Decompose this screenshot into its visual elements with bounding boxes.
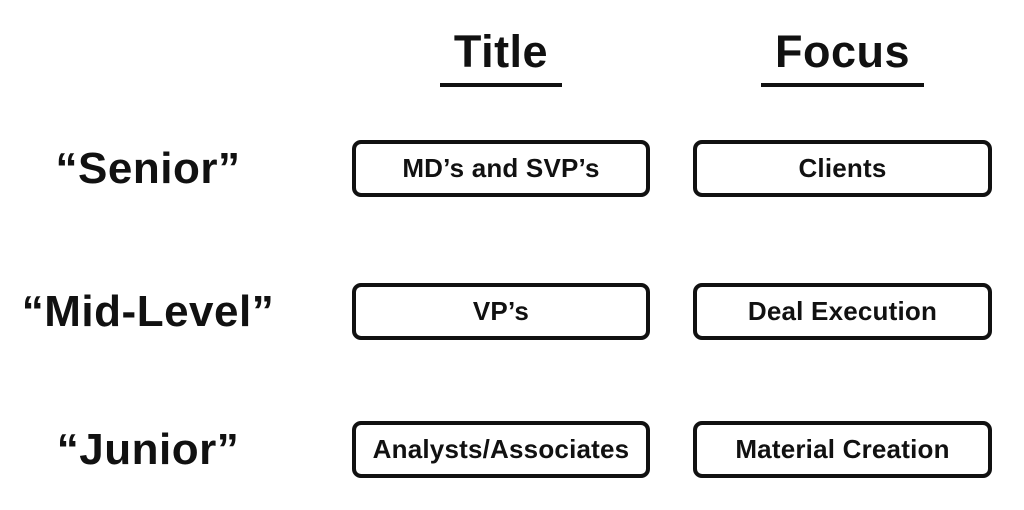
row-mid-level: “Mid-Level” VP’s Deal Execution bbox=[0, 283, 1024, 340]
column-header-title: Title bbox=[352, 26, 650, 87]
row-label-junior: “Junior” bbox=[56, 424, 240, 474]
column-header-focus-label: Focus bbox=[760, 26, 925, 87]
title-box-mid-level: VP’s bbox=[352, 283, 650, 340]
row-junior: “Junior” Analysts/Associates Material Cr… bbox=[0, 421, 1024, 478]
column-header-title-label: Title bbox=[439, 26, 563, 87]
title-box-senior: MD’s and SVP’s bbox=[352, 140, 650, 197]
focus-box-senior: Clients bbox=[693, 140, 992, 197]
row-label-senior: “Senior” bbox=[55, 143, 241, 193]
row-label-mid-level: “Mid-Level” bbox=[21, 286, 275, 336]
title-box-junior: Analysts/Associates bbox=[352, 421, 650, 478]
column-header-focus: Focus bbox=[693, 26, 992, 87]
focus-box-mid-level: Deal Execution bbox=[693, 283, 992, 340]
row-senior: “Senior” MD’s and SVP’s Clients bbox=[0, 140, 1024, 197]
focus-box-junior: Material Creation bbox=[693, 421, 992, 478]
